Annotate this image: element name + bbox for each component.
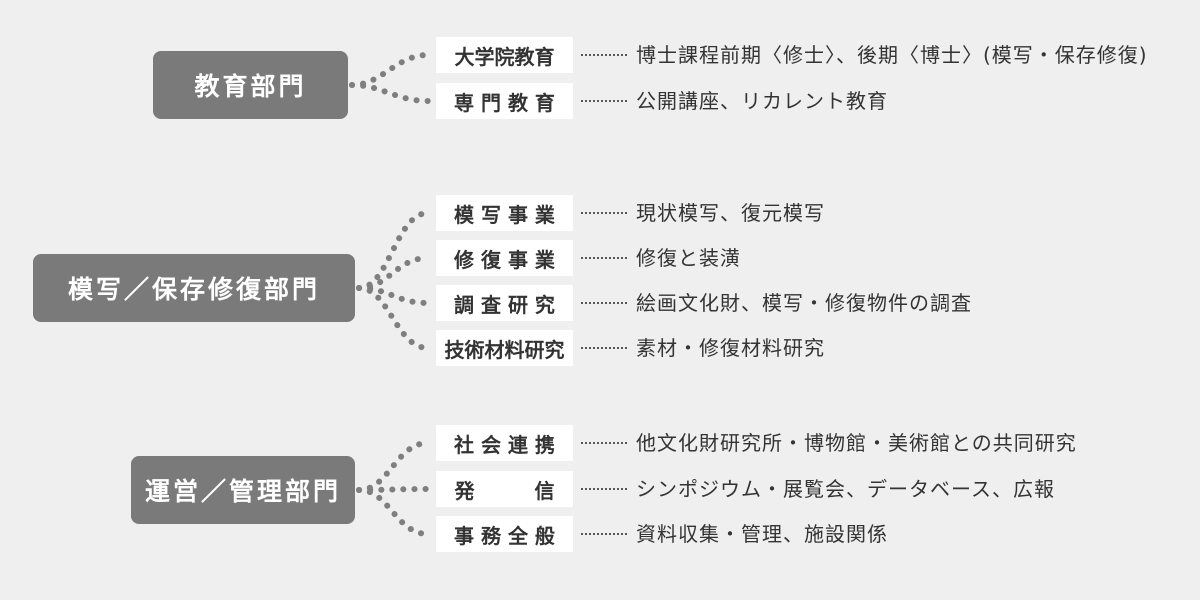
connector-line xyxy=(356,486,431,493)
connector-line xyxy=(356,210,431,291)
leader-dots xyxy=(581,442,627,444)
function-description: 絵画文化財、模写・修復物件の調査 xyxy=(636,291,972,315)
function-label: 専 門 教 育 xyxy=(436,83,573,119)
dept-management: 運営／管理部門 xyxy=(131,456,355,524)
connector-line xyxy=(356,255,431,291)
connector-line xyxy=(349,52,431,88)
function-description: 公開講座、リカレント教育 xyxy=(636,89,888,113)
function-label: 社 会 連 携 xyxy=(436,425,573,461)
connector-line xyxy=(356,440,431,493)
function-description: 修復と装潢 xyxy=(636,246,741,270)
connector-line xyxy=(349,82,431,104)
leader-dots xyxy=(581,488,627,490)
function-label: 事 務 全 般 xyxy=(436,516,573,552)
function-description: 素材・修復材料研究 xyxy=(636,336,825,360)
function-label: 発 信 xyxy=(436,471,573,507)
function-description: 博士課程前期〈修士〉、後期〈博士〉(模写・保存修復) xyxy=(636,43,1148,67)
leader-dots xyxy=(581,257,627,259)
function-label: 技術材料研究 xyxy=(436,330,573,366)
leader-dots xyxy=(581,533,627,535)
function-label: 模 写 事 業 xyxy=(436,195,573,231)
function-label: 大学院教育 xyxy=(436,37,573,73)
connector-line xyxy=(356,285,431,306)
function-description: 現状模写、復元模写 xyxy=(636,201,825,225)
dept-restoration: 模写／保存修復部門 xyxy=(33,254,355,322)
function-description: 他文化財研究所・博物館・美術館との共同研究 xyxy=(636,431,1077,455)
leader-dots xyxy=(581,347,627,349)
function-label: 調 査 研 究 xyxy=(436,285,573,321)
dept-restoration-label: 模写／保存修復部門 xyxy=(67,275,320,304)
leader-dots xyxy=(581,100,627,102)
leader-dots xyxy=(581,212,627,214)
dept-management-label: 運営／管理部門 xyxy=(144,477,341,506)
dept-education: 教育部門 xyxy=(153,51,348,119)
connector-line xyxy=(356,285,431,351)
dept-education-label: 教育部門 xyxy=(194,72,307,101)
connector-line xyxy=(356,487,431,537)
leader-dots xyxy=(581,54,627,56)
function-description: 資料収集・管理、施設関係 xyxy=(636,522,888,546)
leader-dots xyxy=(581,302,627,304)
function-description: シンポジウム・展覧会、データベース、広報 xyxy=(636,477,1055,501)
function-label: 修 復 事 業 xyxy=(436,240,573,276)
